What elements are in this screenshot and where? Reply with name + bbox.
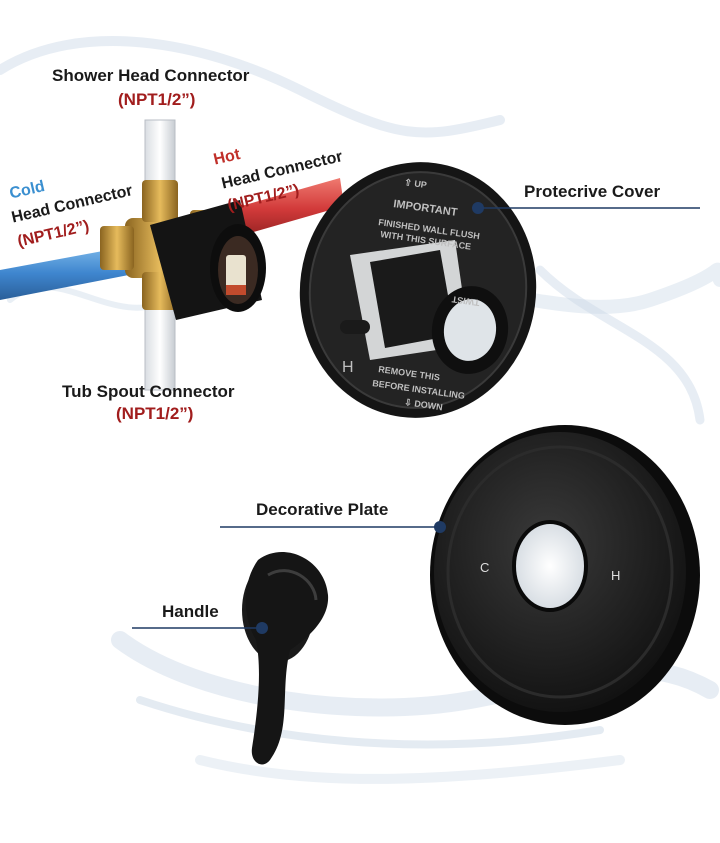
shower-head-spec: (NPT1/2”)	[118, 90, 196, 109]
handle	[242, 552, 329, 765]
valve-body	[100, 180, 266, 320]
decorative-plate-label: Decorative Plate	[256, 500, 389, 519]
cover-h-text: H	[342, 359, 354, 376]
leader-lines	[132, 207, 700, 629]
tub-pipe	[144, 299, 176, 391]
protective-cover	[299, 162, 537, 418]
cover-up-text: ⇧ UP	[404, 177, 428, 190]
plate-h-text: H	[611, 568, 620, 583]
plate-dot	[434, 521, 446, 533]
decorative-plate	[430, 425, 700, 725]
plate-c-text: C	[480, 560, 489, 575]
protective-cover-label: Protecrive Cover	[524, 182, 661, 201]
handle-dot	[256, 622, 268, 634]
handle-label: Handle	[162, 602, 219, 621]
cover-dot	[472, 202, 484, 214]
tub-spout-spec: (NPT1/2”)	[116, 404, 194, 423]
hot-pipe	[220, 178, 344, 240]
tub-spout-label: Tub Spout Connector	[62, 382, 235, 401]
shower-head-label: Shower Head Connector	[52, 66, 250, 85]
cover-twist-text: TWIST	[451, 294, 481, 308]
